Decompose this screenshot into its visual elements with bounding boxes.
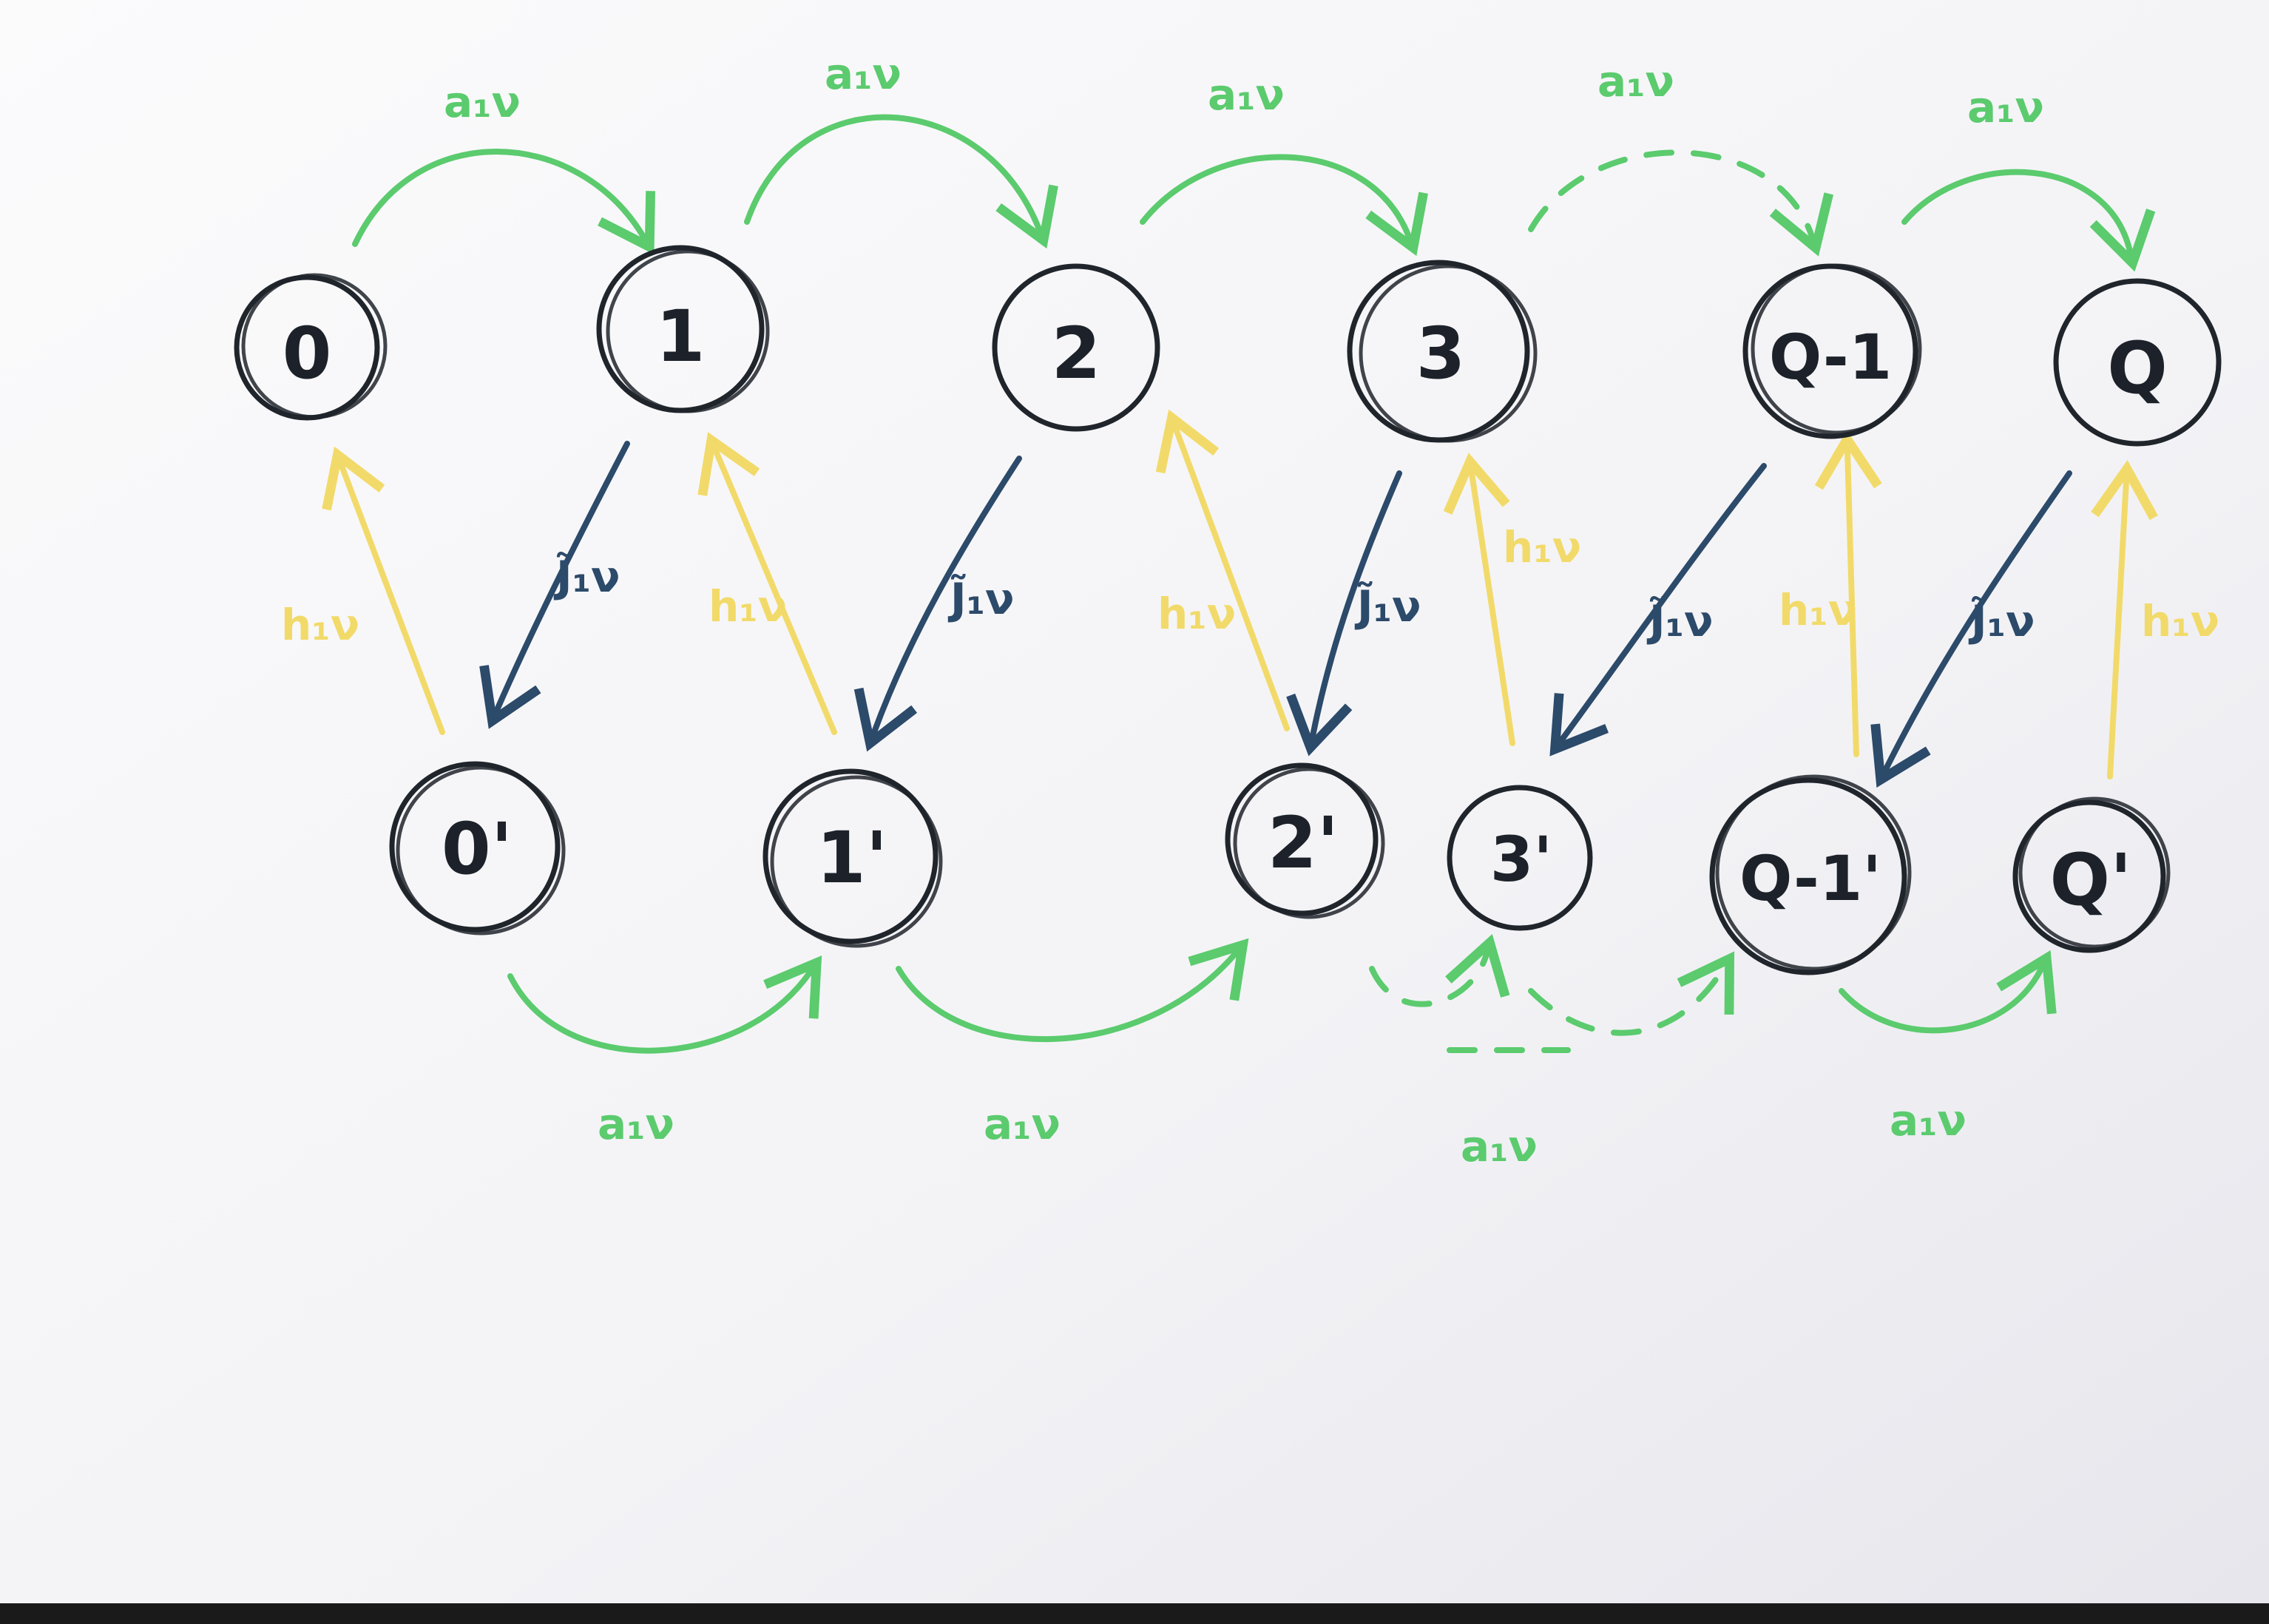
label-green-top-5: a₁ν — [1967, 82, 2044, 132]
yellow-edges — [322, 409, 2158, 779]
edge-yellow-1p-1 — [697, 432, 837, 735]
node-label: Q-1' — [1739, 842, 1881, 915]
node-bottom-2p: 2' — [1225, 762, 1385, 919]
label-green-top-3: a₁ν — [1208, 70, 1285, 120]
edge-green-1p-2p — [896, 938, 1249, 1043]
edge-yellow-q1p-q1 — [1814, 430, 1882, 757]
label-yellow-3: h₁ν — [1157, 589, 1236, 639]
label-blue-4: J̃₁ν — [1646, 595, 1714, 646]
blue-labels: J̃₁ν J̃₁ν J̃₁ν J̃₁ν J̃₁ν — [553, 551, 2035, 646]
blue-edges — [479, 441, 2072, 788]
label-yellow-4: h₁ν — [1503, 522, 1581, 572]
edge-green-q1p-qp — [1839, 950, 2057, 1034]
edge-blue-2-1p — [853, 456, 1022, 752]
edge-yellow-qp-q — [2091, 459, 2158, 779]
edge-green-2p-3p — [1369, 934, 1510, 1007]
label-yellow-6: h₁ν — [2141, 596, 2219, 646]
edge-blue-3-2p — [1286, 470, 1402, 757]
label-yellow-2: h₁ν — [709, 581, 787, 632]
label-green-bottom-3: a₁ν — [1461, 1121, 1538, 1171]
bottom-nodes: 0' 1' 2' 3' Q-1' Q' — [389, 761, 2171, 975]
edge-green-q1-q — [1901, 169, 2156, 272]
label-green-bottom-4: a₁ν — [1890, 1095, 1967, 1146]
node-label: 2' — [1268, 802, 1339, 884]
node-bottom-q-1p: Q-1' — [1709, 774, 1912, 975]
node-label: 1 — [656, 295, 706, 378]
node-label: 0' — [442, 808, 513, 890]
node-top-1: 1 — [596, 245, 770, 413]
label-yellow-5: h₁ν — [1779, 585, 1857, 635]
node-bottom-qp: Q' — [2012, 796, 2171, 953]
label-yellow-1: h₁ν — [281, 600, 359, 650]
edge-blue-1-0p — [479, 441, 630, 729]
label-green-top-4: a₁ν — [1597, 56, 1674, 106]
top-nodes: 0 1 2 3 Q-1 Q — [234, 245, 2222, 447]
node-bottom-1p: 1' — [762, 768, 943, 948]
node-label: 3' — [1490, 823, 1552, 896]
yellow-labels: h₁ν h₁ν h₁ν h₁ν h₁ν h₁ν — [281, 522, 2219, 650]
edge-yellow-3p-3 — [1443, 453, 1515, 746]
edge-green-2-3 — [1140, 154, 1428, 257]
label-green-bottom-1: a₁ν — [598, 1099, 674, 1149]
label-blue-2: J̃₁ν — [947, 573, 1015, 624]
node-bottom-0p: 0' — [389, 761, 566, 936]
label-blue-3: J̃₁ν — [1354, 581, 1421, 632]
edge-green-1-2 — [744, 114, 1058, 249]
edge-green-0-1 — [352, 149, 655, 255]
green-top-edges — [352, 114, 2156, 272]
node-label: 1' — [816, 816, 887, 899]
node-label: Q — [2107, 327, 2168, 410]
label-blue-1: J̃₁ν — [553, 551, 620, 602]
node-label: 3 — [1416, 312, 1466, 395]
node-top-q: Q — [2053, 278, 2222, 447]
node-top-3: 3 — [1347, 260, 1538, 443]
node-label: Q' — [2050, 839, 2132, 921]
edge-yellow-0p-0 — [322, 446, 445, 735]
node-label: Q-1 — [1769, 321, 1892, 393]
edge-blue-q-q1p — [1870, 470, 2072, 788]
node-bottom-3p: 3' — [1447, 785, 1593, 931]
label-green-bottom-2: a₁ν — [984, 1099, 1061, 1149]
node-label: 0 — [283, 312, 332, 395]
green-bottom-labels: a₁ν a₁ν a₁ν a₁ν — [598, 1095, 1967, 1171]
label-green-top-2: a₁ν — [825, 49, 902, 99]
edge-green-0p-1p — [507, 955, 822, 1054]
node-top-0: 0 — [234, 273, 388, 421]
node-top-q-1: Q-1 — [1742, 263, 1922, 439]
label-green-top-1: a₁ν — [444, 77, 521, 127]
edge-blue-q1-3p — [1549, 463, 1767, 757]
node-top-2: 2 — [992, 263, 1160, 432]
green-bottom-edges — [507, 934, 2057, 1054]
edge-green-3p-q1p — [1528, 951, 1735, 1036]
node-label: 2 — [1052, 312, 1101, 395]
edge-yellow-2p-2 — [1155, 409, 1290, 731]
green-top-labels: a₁ν a₁ν a₁ν a₁ν a₁ν — [444, 49, 2044, 132]
edge-green-3-q1 — [1528, 149, 1833, 257]
label-blue-5: J̃₁ν — [1968, 595, 2035, 646]
